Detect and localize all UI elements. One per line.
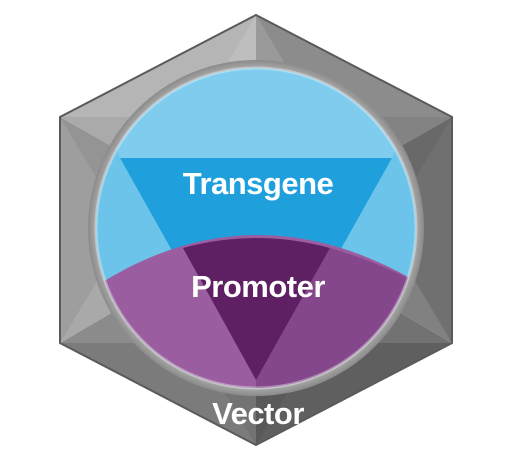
promoter-label: Promoter bbox=[191, 269, 325, 304]
circle-edge bbox=[94, 66, 418, 390]
vector-label: Vector bbox=[212, 396, 304, 431]
transgene-label: Transgene bbox=[183, 166, 334, 201]
promoter-core bbox=[183, 238, 330, 380]
